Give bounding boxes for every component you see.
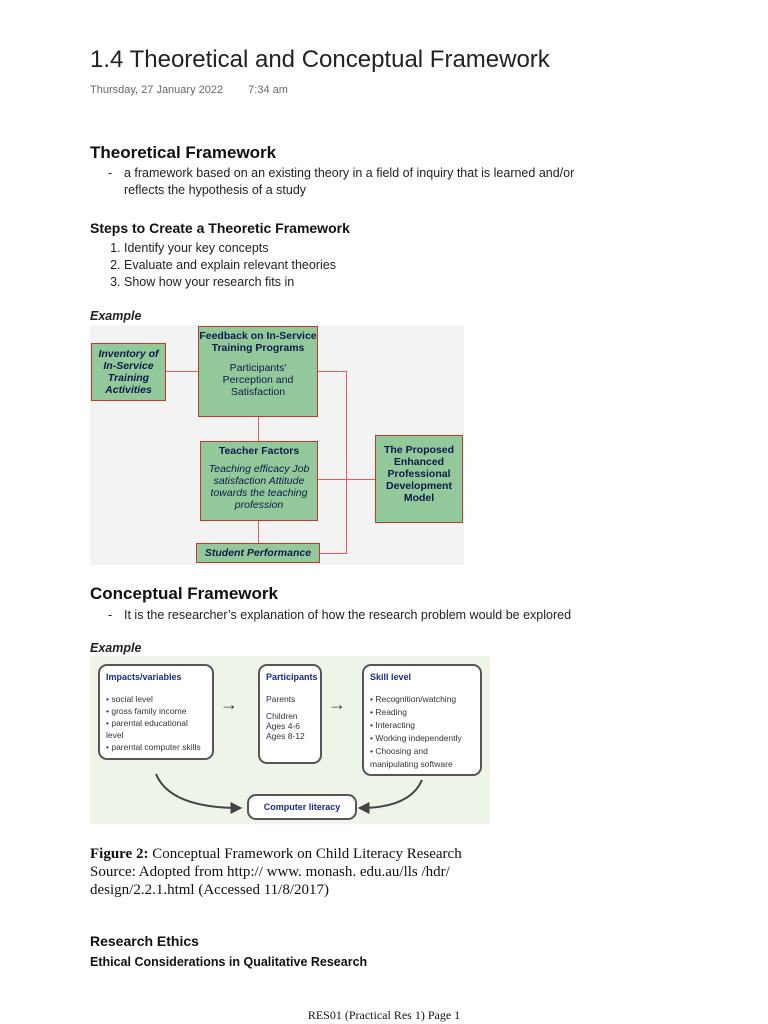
steps-list: Identify your key concepts Evaluate and … (100, 240, 336, 291)
page-timestamp: Thursday, 27 January 2022 7:34 am (90, 84, 310, 96)
curved-arrow-left (155, 773, 243, 814)
participants-item: Ages 4-6 (266, 721, 301, 731)
teacher-factors-list: Teaching efficacy Job satisfaction Attit… (208, 463, 310, 511)
caption-text: Conceptual Framework on Child Literacy R… (152, 846, 462, 862)
theoretical-framework-diagram: Inventory of In-Service Training Activit… (90, 325, 464, 565)
skill-item: • Choosing and manipulating software (370, 746, 453, 769)
steps-heading: Steps to Create a Theoretic Framework (90, 220, 350, 236)
impacts-item: • social level (106, 694, 153, 704)
inventory-box: Inventory of In-Service Training Activit… (91, 343, 166, 401)
step-item: Show how your research fits in (124, 274, 336, 291)
computer-literacy-label: Computer literacy (263, 802, 341, 812)
connector-line (318, 479, 375, 480)
feedback-subtitle: Participants' Perception and Satisfactio… (222, 362, 294, 398)
skill-item: • Recognition/watching (370, 694, 457, 704)
connector-line (320, 553, 347, 554)
skill-level-title: Skill level (370, 672, 412, 682)
theoretical-heading: Theoretical Framework (90, 143, 277, 162)
curved-arrow-right (357, 779, 423, 814)
impacts-item: • parental computer skills (106, 742, 201, 752)
page-footer: RES01 (Practical Res 1) Page 1 (307, 1008, 461, 1022)
inventory-label: Inventory of In-Service Training Activit… (98, 348, 159, 396)
impacts-item: • gross family income (106, 706, 187, 716)
computer-literacy-box: Computer literacy (247, 794, 357, 820)
dash-marker: - (108, 608, 113, 622)
proposed-model-box: The Proposed Enhanced Professional Devel… (375, 435, 463, 523)
theoretical-definition: a framework based on an existing theory … (124, 166, 575, 197)
connector-line (258, 417, 259, 441)
arrow-right-icon: → (220, 694, 238, 714)
student-performance-label: Student Performance (204, 547, 312, 559)
impacts-title: Impacts/variables (106, 672, 182, 682)
step-item: Identify your key concepts (124, 240, 336, 257)
impacts-box: Impacts/variables • social level • gross… (98, 664, 214, 760)
ethics-subheading: Ethical Considerations in Qualitative Re… (90, 955, 368, 969)
curved-arrows (155, 773, 423, 814)
caption-source: Source: Adopted from http:// www. monash… (90, 864, 450, 898)
ethics-heading: Research Ethics (90, 933, 199, 949)
participants-item: Ages 8-12 (266, 731, 305, 741)
student-performance-box: Student Performance (196, 543, 320, 563)
connector-line (346, 371, 347, 553)
skill-item: • Interacting (370, 720, 416, 730)
feedback-title: Feedback on In-Service Training Programs (199, 330, 317, 354)
participants-title: Participants (266, 672, 318, 682)
participants-item: Children (266, 711, 298, 721)
conceptual-example-label: Example (90, 641, 142, 655)
proposed-model-label: The Proposed Enhanced Professional Devel… (383, 444, 454, 504)
teacher-factors-box: Teacher Factors Teaching efficacy Job sa… (200, 441, 318, 521)
skill-level-box: Skill level • Recognition/watching • Rea… (362, 664, 482, 776)
connector-line (318, 371, 346, 372)
caption-label: Figure 2: (90, 846, 149, 862)
arrow-right-icon: → (328, 694, 346, 714)
teacher-factors-title: Teacher Factors (218, 445, 300, 457)
skill-item: • Working independently (370, 733, 462, 743)
page-date: Thursday, 27 January 2022 (90, 84, 224, 96)
page-time: 7:34 am (248, 84, 288, 96)
skill-item: • Reading (370, 707, 408, 717)
participants-box: Participants Parents Children Ages 4-6 A… (258, 664, 322, 764)
connector-line (166, 371, 198, 372)
participants-item: Parents (266, 694, 296, 704)
impacts-item: • parental educational level (106, 718, 188, 740)
figure-caption: Figure 2: Conceptual Framework on Child … (90, 845, 490, 899)
feedback-box: Feedback on In-Service Training Programs… (198, 326, 318, 417)
conceptual-framework-diagram: Impacts/variables • social level • gross… (90, 656, 490, 824)
theoretical-example-label: Example (90, 309, 142, 323)
dash-marker: - (108, 166, 113, 180)
connector-line (258, 521, 259, 543)
conceptual-heading: Conceptual Framework (90, 584, 278, 603)
page-title: 1.4 Theoretical and Conceptual Framework (90, 46, 550, 73)
step-item: Evaluate and explain relevant theories (124, 257, 336, 274)
conceptual-definition: It is the researcher’s explanation of ho… (124, 608, 572, 622)
